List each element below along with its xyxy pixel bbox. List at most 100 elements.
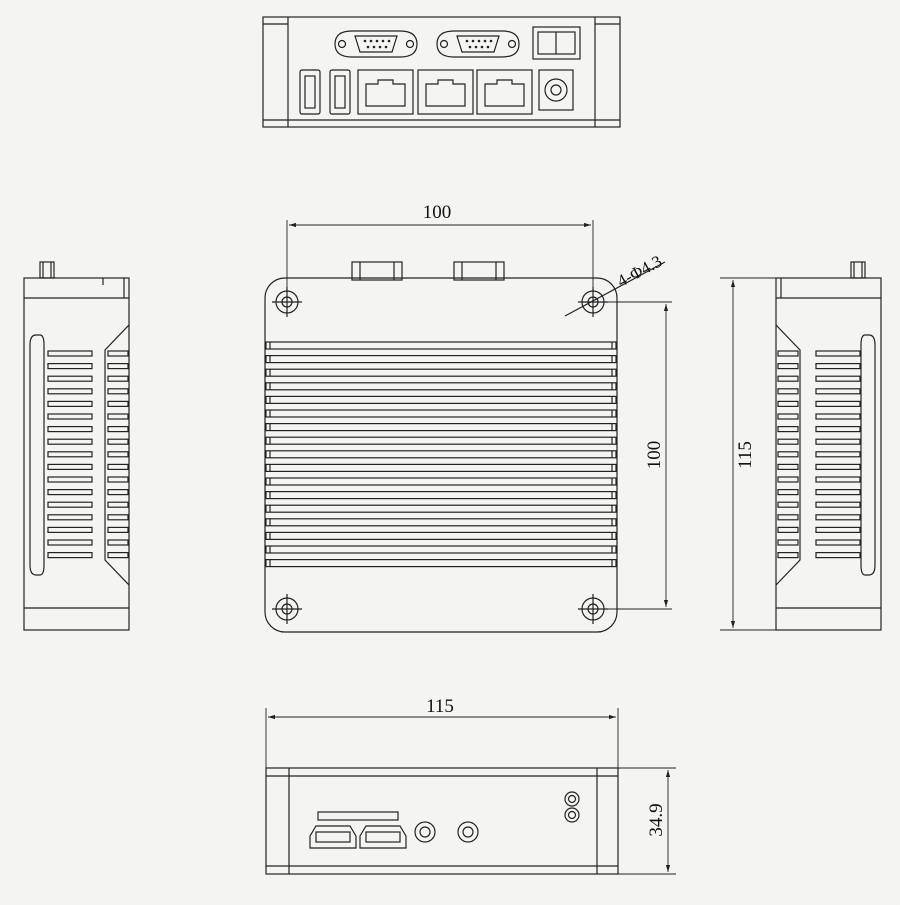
- vent-fin: [777, 438, 799, 445]
- heatsink-fin: [265, 558, 617, 568]
- vent-slot: [815, 551, 861, 559]
- vent-fin: [107, 514, 129, 521]
- vent-fin: [777, 501, 799, 508]
- vent-slot: [815, 438, 861, 445]
- dim-label-top-width: 100: [423, 202, 452, 223]
- vent-slot: [47, 438, 93, 445]
- heatsink-fin: [265, 545, 617, 554]
- lan-port-1: [357, 69, 414, 115]
- vent-slot: [815, 388, 861, 395]
- front-usb-port-2: [359, 825, 407, 849]
- vent-fin: [107, 350, 129, 357]
- vent-fin: [107, 400, 129, 407]
- rear-view: [262, 16, 621, 128]
- vent-fin: [107, 451, 129, 458]
- vent-slot: [815, 375, 861, 382]
- vent-fin: [777, 388, 799, 395]
- vent-fin: [777, 514, 799, 521]
- vent-slot: [815, 350, 861, 357]
- vent-slot: [815, 501, 861, 508]
- vent-slot: [47, 375, 93, 382]
- vent-fin: [107, 375, 129, 382]
- vent-fin: [107, 501, 129, 508]
- heatsink-fins: [265, 341, 617, 568]
- vent-slot: [815, 514, 861, 521]
- vent-fin: [777, 526, 799, 534]
- vent-slot: [47, 514, 93, 521]
- heatsink-fin: [265, 368, 617, 377]
- vent-fin: [107, 426, 129, 433]
- vent-slot: [47, 551, 93, 559]
- heatsink-fin: [265, 463, 617, 472]
- serial-port-left: [334, 30, 418, 58]
- heatsink-fin: [265, 450, 617, 459]
- audio-jack-1: [414, 821, 436, 843]
- left-side-view: [23, 261, 130, 631]
- front-view-outline: [265, 767, 619, 875]
- dim-label-side-height: 115: [735, 441, 756, 469]
- vent-fin: [107, 551, 129, 559]
- dimension-lines: [265, 220, 776, 875]
- usb-port-2: [329, 69, 351, 115]
- vent-fin: [107, 489, 129, 496]
- vent-fin: [107, 363, 129, 370]
- vent-fin: [777, 476, 799, 483]
- heatsink-fin: [265, 518, 617, 527]
- dim-label-front-width: 115: [426, 696, 454, 717]
- vent-slot: [47, 476, 93, 483]
- right-side-view: [775, 261, 882, 631]
- vent-slot: [47, 463, 93, 470]
- vent-fin: [107, 476, 129, 483]
- mounting-hole-top-left: [272, 287, 302, 317]
- vent-fin: [107, 438, 129, 445]
- vent-fin: [777, 489, 799, 496]
- hole-leader-line: [564, 261, 666, 317]
- usb-port-1: [299, 69, 321, 115]
- right-side-antenna-stub: [850, 261, 866, 279]
- lan-port-2: [417, 69, 474, 115]
- serial-port-right: [436, 30, 520, 58]
- vent-slot: [47, 363, 93, 370]
- top-view: [264, 261, 666, 633]
- vent-fin: [107, 463, 129, 470]
- sd-card-slot: [317, 811, 399, 821]
- status-led-bottom: [564, 807, 580, 823]
- vent-fin: [777, 463, 799, 470]
- heatsink-fin: [265, 409, 617, 418]
- heatsink-fin: [265, 504, 617, 513]
- power-switch: [532, 26, 581, 60]
- left-side-outline: [23, 277, 130, 631]
- vent-fin: [777, 451, 799, 458]
- vent-fin: [777, 350, 799, 357]
- heatsink-fin: [265, 355, 617, 364]
- vent-slot: [47, 388, 93, 395]
- vent-slot: [815, 426, 861, 433]
- right-side-outline: [775, 277, 882, 631]
- dim-label-top-height: 100: [644, 441, 665, 470]
- vent-fin: [777, 426, 799, 433]
- heatsink-fin: [265, 341, 617, 350]
- heatsink-fin: [265, 436, 617, 445]
- vent-slot: [815, 526, 861, 534]
- top-connector-stub-left: [351, 261, 403, 281]
- top-view-outline: [264, 277, 618, 633]
- vent-slot: [815, 539, 861, 546]
- dc-power-jack: [538, 69, 574, 111]
- left-side-antenna-stub: [39, 261, 55, 279]
- vent-fin: [107, 413, 129, 420]
- vent-slot: [47, 426, 93, 433]
- right-side-vent-slots: [777, 350, 861, 559]
- vent-fin: [777, 413, 799, 420]
- top-connector-stub-right: [453, 261, 505, 281]
- vent-fin: [777, 539, 799, 546]
- vent-slot: [815, 463, 861, 470]
- audio-jack-2: [457, 821, 479, 843]
- vent-slot: [815, 400, 861, 407]
- vent-fin: [777, 363, 799, 370]
- front-view: [265, 767, 619, 875]
- vent-fin: [777, 375, 799, 382]
- left-side-vent-slots: [47, 350, 129, 559]
- heatsink-fin: [265, 491, 617, 500]
- vent-slot: [47, 539, 93, 546]
